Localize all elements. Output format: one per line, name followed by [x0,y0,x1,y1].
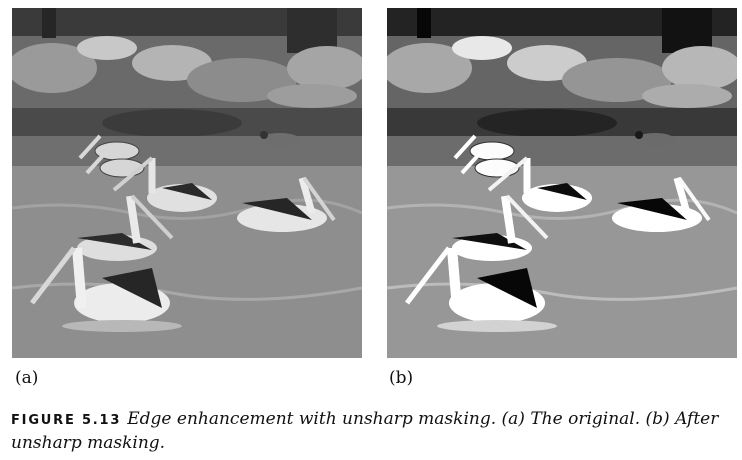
caption-text: Edge enhancement with unsharp masking. (… [11,409,719,453]
pelican-photo-original [12,8,362,358]
panel-label-a: (a) [15,368,39,388]
pelican-photo-sharpened [387,8,737,358]
figure-number: FIGURE 5.13 [11,413,122,428]
figure-panel-a [12,8,362,358]
panel-label-b: (b) [389,368,414,388]
figure-panel-b [387,8,737,358]
